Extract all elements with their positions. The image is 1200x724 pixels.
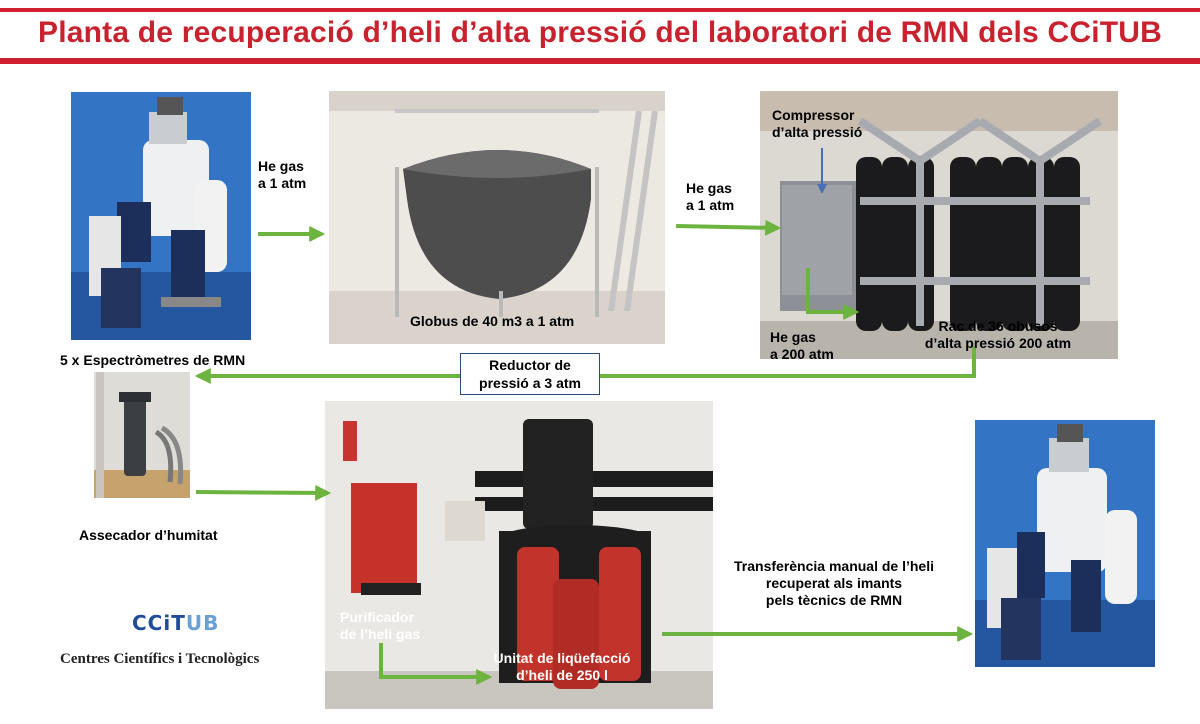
dryer-label: Assecador d’humitat — [79, 527, 218, 543]
logo-subtitle: Centres Científics i Tecnològics — [60, 651, 260, 667]
title-top-line — [0, 8, 1200, 12]
helium-balloon-photo — [329, 91, 665, 344]
nmr-spectrometer-photo-2 — [975, 420, 1155, 667]
arrow-dryer-to-purifier — [195, 484, 332, 501]
dryer-photo — [94, 372, 190, 498]
title-bottom-line — [0, 58, 1200, 64]
nmr-spectrometer-photo — [71, 92, 251, 340]
balloon-label: Globus de 40 m3 a 1 atm — [410, 313, 575, 329]
spectrometers-label: 5 x Espectròmetres de RMN — [60, 352, 246, 368]
ccitub-logo: CCiTUB — [132, 611, 220, 635]
page-title: Planta de recuperació d’heli d’alta pres… — [38, 16, 1162, 49]
